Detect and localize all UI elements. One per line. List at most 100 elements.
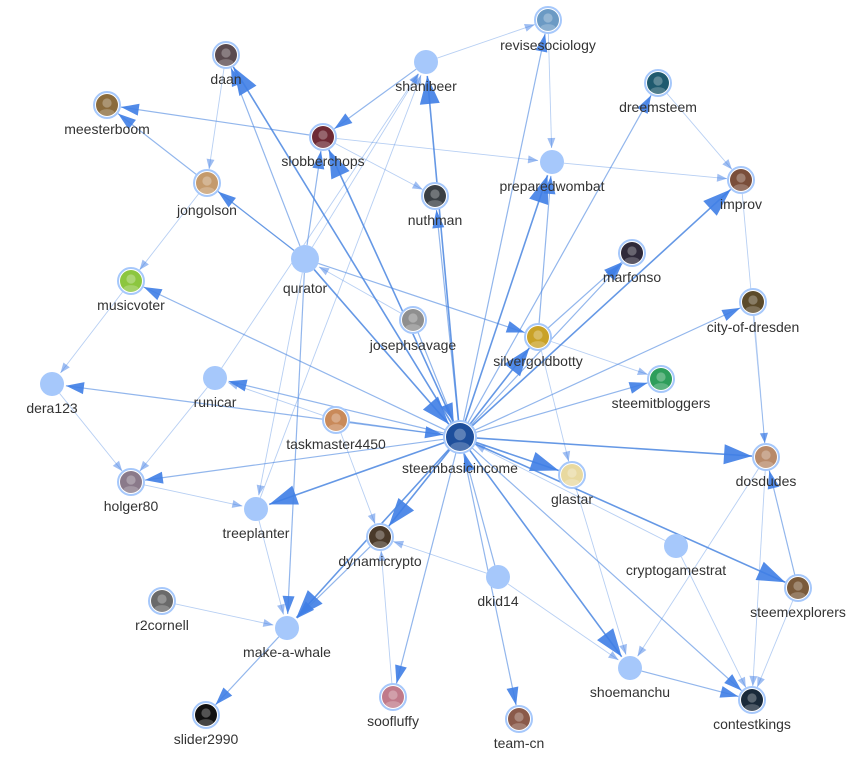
node-josephsavage[interactable]: josephsavage xyxy=(369,306,457,353)
node-taskmaster4450[interactable]: taskmaster4450 xyxy=(286,406,386,452)
node-dkid14[interactable]: dkid14 xyxy=(477,565,519,609)
node-glastar[interactable]: glastar xyxy=(551,461,593,507)
avatar-icon xyxy=(120,471,142,493)
node-meesterboom[interactable]: meesterboom xyxy=(64,91,150,137)
avatar-body-icon xyxy=(154,605,170,613)
node-silvergoldbotty[interactable]: silvergoldbotty xyxy=(493,323,583,369)
node-jongolson[interactable]: jongolson xyxy=(176,169,237,218)
avatar-icon xyxy=(508,708,530,730)
avatar-icon xyxy=(787,577,809,599)
node-label: city-of-dresden xyxy=(707,319,800,335)
edge-preparedwombat-to-improv xyxy=(563,162,728,180)
avatar-head-icon xyxy=(388,690,398,700)
avatar-body-icon xyxy=(123,486,139,494)
arrowhead-cryptogamestrat-to-steembasicincome xyxy=(475,444,486,453)
node-slider2990[interactable]: slider2990 xyxy=(174,701,239,747)
edge-revisesociology-to-preparedwombat xyxy=(547,31,553,149)
node-city-of-dresden[interactable]: city-of-dresden xyxy=(707,288,800,335)
node-circle xyxy=(291,245,319,273)
node-dreemsteem[interactable]: dreemsteem xyxy=(619,69,697,115)
node-contestkings[interactable]: contestkings xyxy=(713,686,791,732)
node-label: soofluffy xyxy=(367,713,419,729)
node-circle xyxy=(40,372,64,396)
edge-steembasicincome-to-treeplanter xyxy=(268,441,447,506)
node-nuthman[interactable]: nuthman xyxy=(408,182,462,228)
node-steemitbloggers[interactable]: steemitbloggers xyxy=(612,365,711,411)
avatar-icon xyxy=(446,423,474,451)
edge-josephsavage-to-qurator xyxy=(318,266,403,315)
arrowhead-taskmaster4450-to-runicar xyxy=(228,382,239,390)
node-daan[interactable]: daan xyxy=(210,41,242,87)
node-shoemanchu[interactable]: shoemanchu xyxy=(590,656,670,700)
node-label: treeplanter xyxy=(223,525,290,541)
arrowhead-qurator-to-slobberchops xyxy=(312,150,325,170)
edge-treeplanter-to-shanibeer xyxy=(259,74,422,498)
node-circle xyxy=(540,150,564,174)
arrowhead-qurator-to-meesterboom xyxy=(118,113,136,130)
arrowhead-treeplanter-to-shanibeer xyxy=(413,75,422,86)
node-slobberchops[interactable]: slobberchops xyxy=(281,123,365,169)
avatar-icon xyxy=(741,689,763,711)
avatar-icon xyxy=(527,326,549,348)
edge-dkid14-to-dynamicrypto xyxy=(393,541,487,574)
avatar-head-icon xyxy=(126,475,136,485)
node-dera123[interactable]: dera123 xyxy=(26,372,78,416)
node-improv[interactable]: improv xyxy=(720,166,762,212)
arrowhead-steembasicincome-to-musicvoter xyxy=(143,286,163,301)
avatar-head-icon xyxy=(408,313,418,323)
arrowhead-glastar-to-shoemanchu xyxy=(619,643,627,655)
avatar-icon xyxy=(196,172,218,194)
arrowhead-steembasicincome-to-dynamicrypto xyxy=(388,497,415,527)
node-preparedwombat[interactable]: preparedwombat xyxy=(499,150,605,194)
avatar-head-icon xyxy=(747,693,757,703)
avatar-icon xyxy=(561,464,583,486)
arrowhead-steembasicincome-to-team-cn xyxy=(506,686,519,706)
edge-taskmaster4450-to-dynamicrypto xyxy=(339,431,376,525)
node-dynamicrypto[interactable]: dynamicrypto xyxy=(338,523,422,569)
node-marfonso[interactable]: marfonso xyxy=(603,239,662,285)
node-holger80[interactable]: holger80 xyxy=(104,468,159,514)
node-team-cn[interactable]: team-cn xyxy=(494,705,545,751)
node-dosdudes[interactable]: dosdudes xyxy=(736,443,797,489)
edge-musicvoter-to-dera123 xyxy=(60,290,125,374)
node-label: dera123 xyxy=(26,400,78,416)
edge-steembasicincome-to-steemitbloggers xyxy=(474,382,648,434)
edge-dera123-to-holger80 xyxy=(59,393,123,472)
node-revisesociology[interactable]: revisesociology xyxy=(500,6,596,53)
avatar-body-icon xyxy=(385,701,401,709)
edge-daan-to-jongolson xyxy=(208,66,225,170)
node-label: shanibeer xyxy=(395,78,457,94)
arrowhead-steembasicincome-to-steemexplorers xyxy=(755,561,786,583)
arrowhead-dosdudes-to-contestkings xyxy=(749,675,758,687)
node-cryptogamestrat[interactable]: cryptogamestrat xyxy=(626,534,726,578)
node-qurator[interactable]: qurator xyxy=(283,245,328,296)
node-runicar[interactable]: runicar xyxy=(194,366,237,410)
node-label: revisesociology xyxy=(500,37,596,53)
node-steembasicincome[interactable]: steembasicincome xyxy=(402,420,518,476)
node-r2cornell[interactable]: r2cornell xyxy=(135,587,189,633)
node-make-a-whale[interactable]: make-a-whale xyxy=(243,616,331,660)
node-soofluffy[interactable]: soofluffy xyxy=(367,683,419,729)
avatar-head-icon xyxy=(627,246,637,256)
node-steemexplorers[interactable]: steemexplorers xyxy=(750,574,846,620)
arrowhead-slobberchops-to-nuthman xyxy=(411,181,423,190)
node-label: glastar xyxy=(551,491,593,507)
edge-glastar-to-shoemanchu xyxy=(575,486,627,655)
arrowhead-taskmaster4450-to-dynamicrypto xyxy=(367,513,376,524)
node-label: preparedwombat xyxy=(499,178,604,194)
edge-dreemsteem-to-improv xyxy=(665,91,733,170)
avatar-icon xyxy=(195,704,217,726)
avatar-icon xyxy=(621,242,643,264)
node-label: silvergoldbotty xyxy=(493,353,583,369)
node-musicvoter[interactable]: musicvoter xyxy=(97,267,165,313)
node-shanibeer[interactable]: shanibeer xyxy=(395,50,457,94)
edge-qurator-to-daan xyxy=(230,67,301,247)
edge-silvergoldbotty-to-glastar xyxy=(540,348,570,462)
avatar-head-icon xyxy=(514,712,524,722)
avatar-head-icon xyxy=(221,48,231,58)
avatar-head-icon xyxy=(653,76,663,86)
node-label: dkid14 xyxy=(477,593,518,609)
node-treeplanter[interactable]: treeplanter xyxy=(223,497,290,541)
edge-steembasicincome-to-musicvoter xyxy=(143,286,447,432)
arrowhead-dkid14-to-steembasicincome xyxy=(463,453,475,473)
